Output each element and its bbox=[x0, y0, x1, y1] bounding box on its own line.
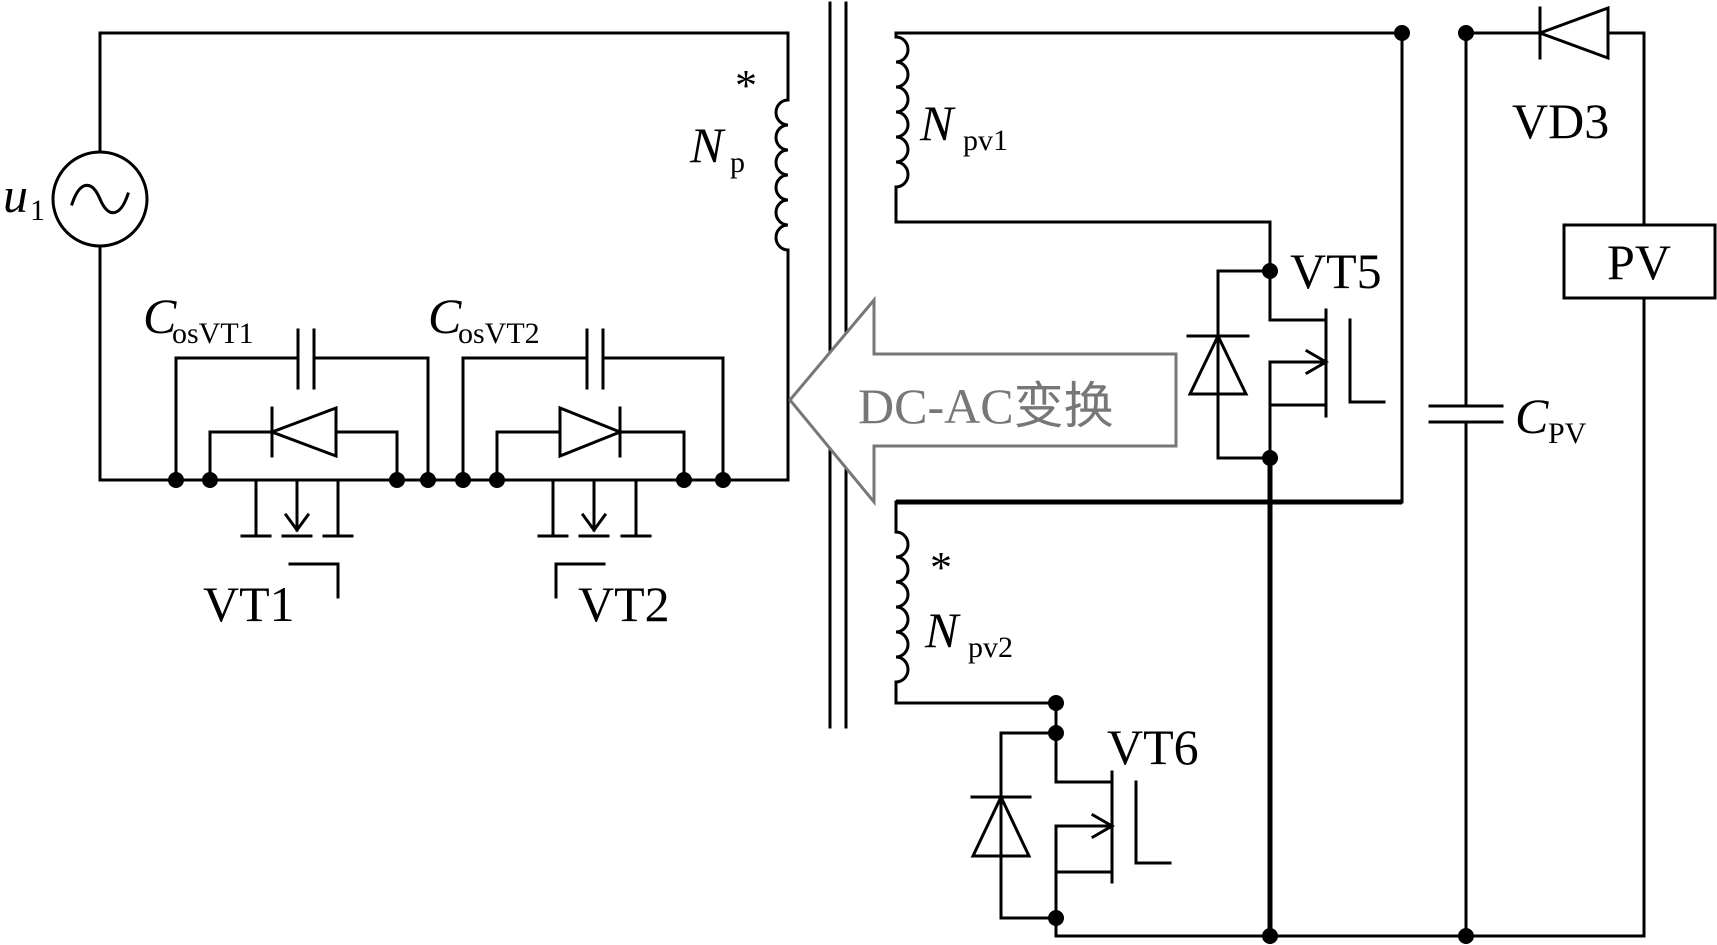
primary-junctions bbox=[168, 472, 731, 488]
dc-ac-arrow bbox=[788, 295, 1178, 507]
cos-vt2-subscript: osVT2 bbox=[458, 317, 540, 350]
vt1-body-diode bbox=[208, 405, 399, 482]
vt2-mosfet bbox=[537, 478, 652, 599]
vt6-label: VT6 bbox=[1107, 719, 1199, 775]
vt2-body-diode bbox=[495, 405, 686, 482]
secondary-junctions bbox=[1048, 25, 1474, 944]
secondary-winding-1 bbox=[894, 31, 1404, 273]
vt1-label: VT1 bbox=[203, 576, 295, 632]
ac-source bbox=[51, 150, 149, 248]
vd3-label: VD3 bbox=[1512, 93, 1609, 149]
cos-vt1-capacitor bbox=[174, 328, 430, 482]
primary-loop bbox=[98, 31, 790, 482]
cpv-capacitor bbox=[1428, 31, 1504, 938]
vt6-mosfet bbox=[970, 731, 1172, 938]
vt5-label: VT5 bbox=[1290, 243, 1382, 299]
primary-winding bbox=[774, 98, 790, 252]
dc-ac-arrow-label: DC-AC变换 bbox=[858, 378, 1114, 434]
secondary-winding-2 bbox=[894, 500, 1058, 735]
cos-vt2-label: C bbox=[428, 288, 462, 344]
source-subscript: 1 bbox=[30, 194, 45, 227]
pv-block bbox=[1562, 223, 1717, 300]
vd3-diode bbox=[1535, 5, 1610, 61]
secondary2-label: N bbox=[924, 602, 961, 658]
primary-polarity-mark: * bbox=[735, 61, 757, 110]
primary-winding-subscript: p bbox=[730, 146, 745, 179]
secondary2-polarity-mark: * bbox=[930, 543, 952, 592]
primary-winding-label: N bbox=[689, 117, 726, 173]
middle-bus bbox=[896, 31, 1404, 936]
cos-vt1-subscript: osVT1 bbox=[172, 317, 254, 350]
output-bus bbox=[1054, 31, 1646, 938]
source-label: u bbox=[3, 167, 28, 223]
secondary2-subscript: pv2 bbox=[968, 631, 1013, 664]
cos-vt1-label: C bbox=[143, 288, 177, 344]
vt2-label: VT2 bbox=[578, 576, 670, 632]
secondary1-label: N bbox=[919, 95, 956, 151]
cpv-subscript: PV bbox=[1548, 417, 1587, 450]
cos-vt2-capacitor bbox=[461, 328, 725, 482]
vt5-mosfet bbox=[1186, 269, 1386, 460]
pv-label: PV bbox=[1607, 234, 1671, 290]
vt1-mosfet bbox=[240, 478, 354, 599]
cpv-label: C bbox=[1515, 388, 1549, 444]
secondary1-subscript: pv1 bbox=[963, 124, 1008, 157]
